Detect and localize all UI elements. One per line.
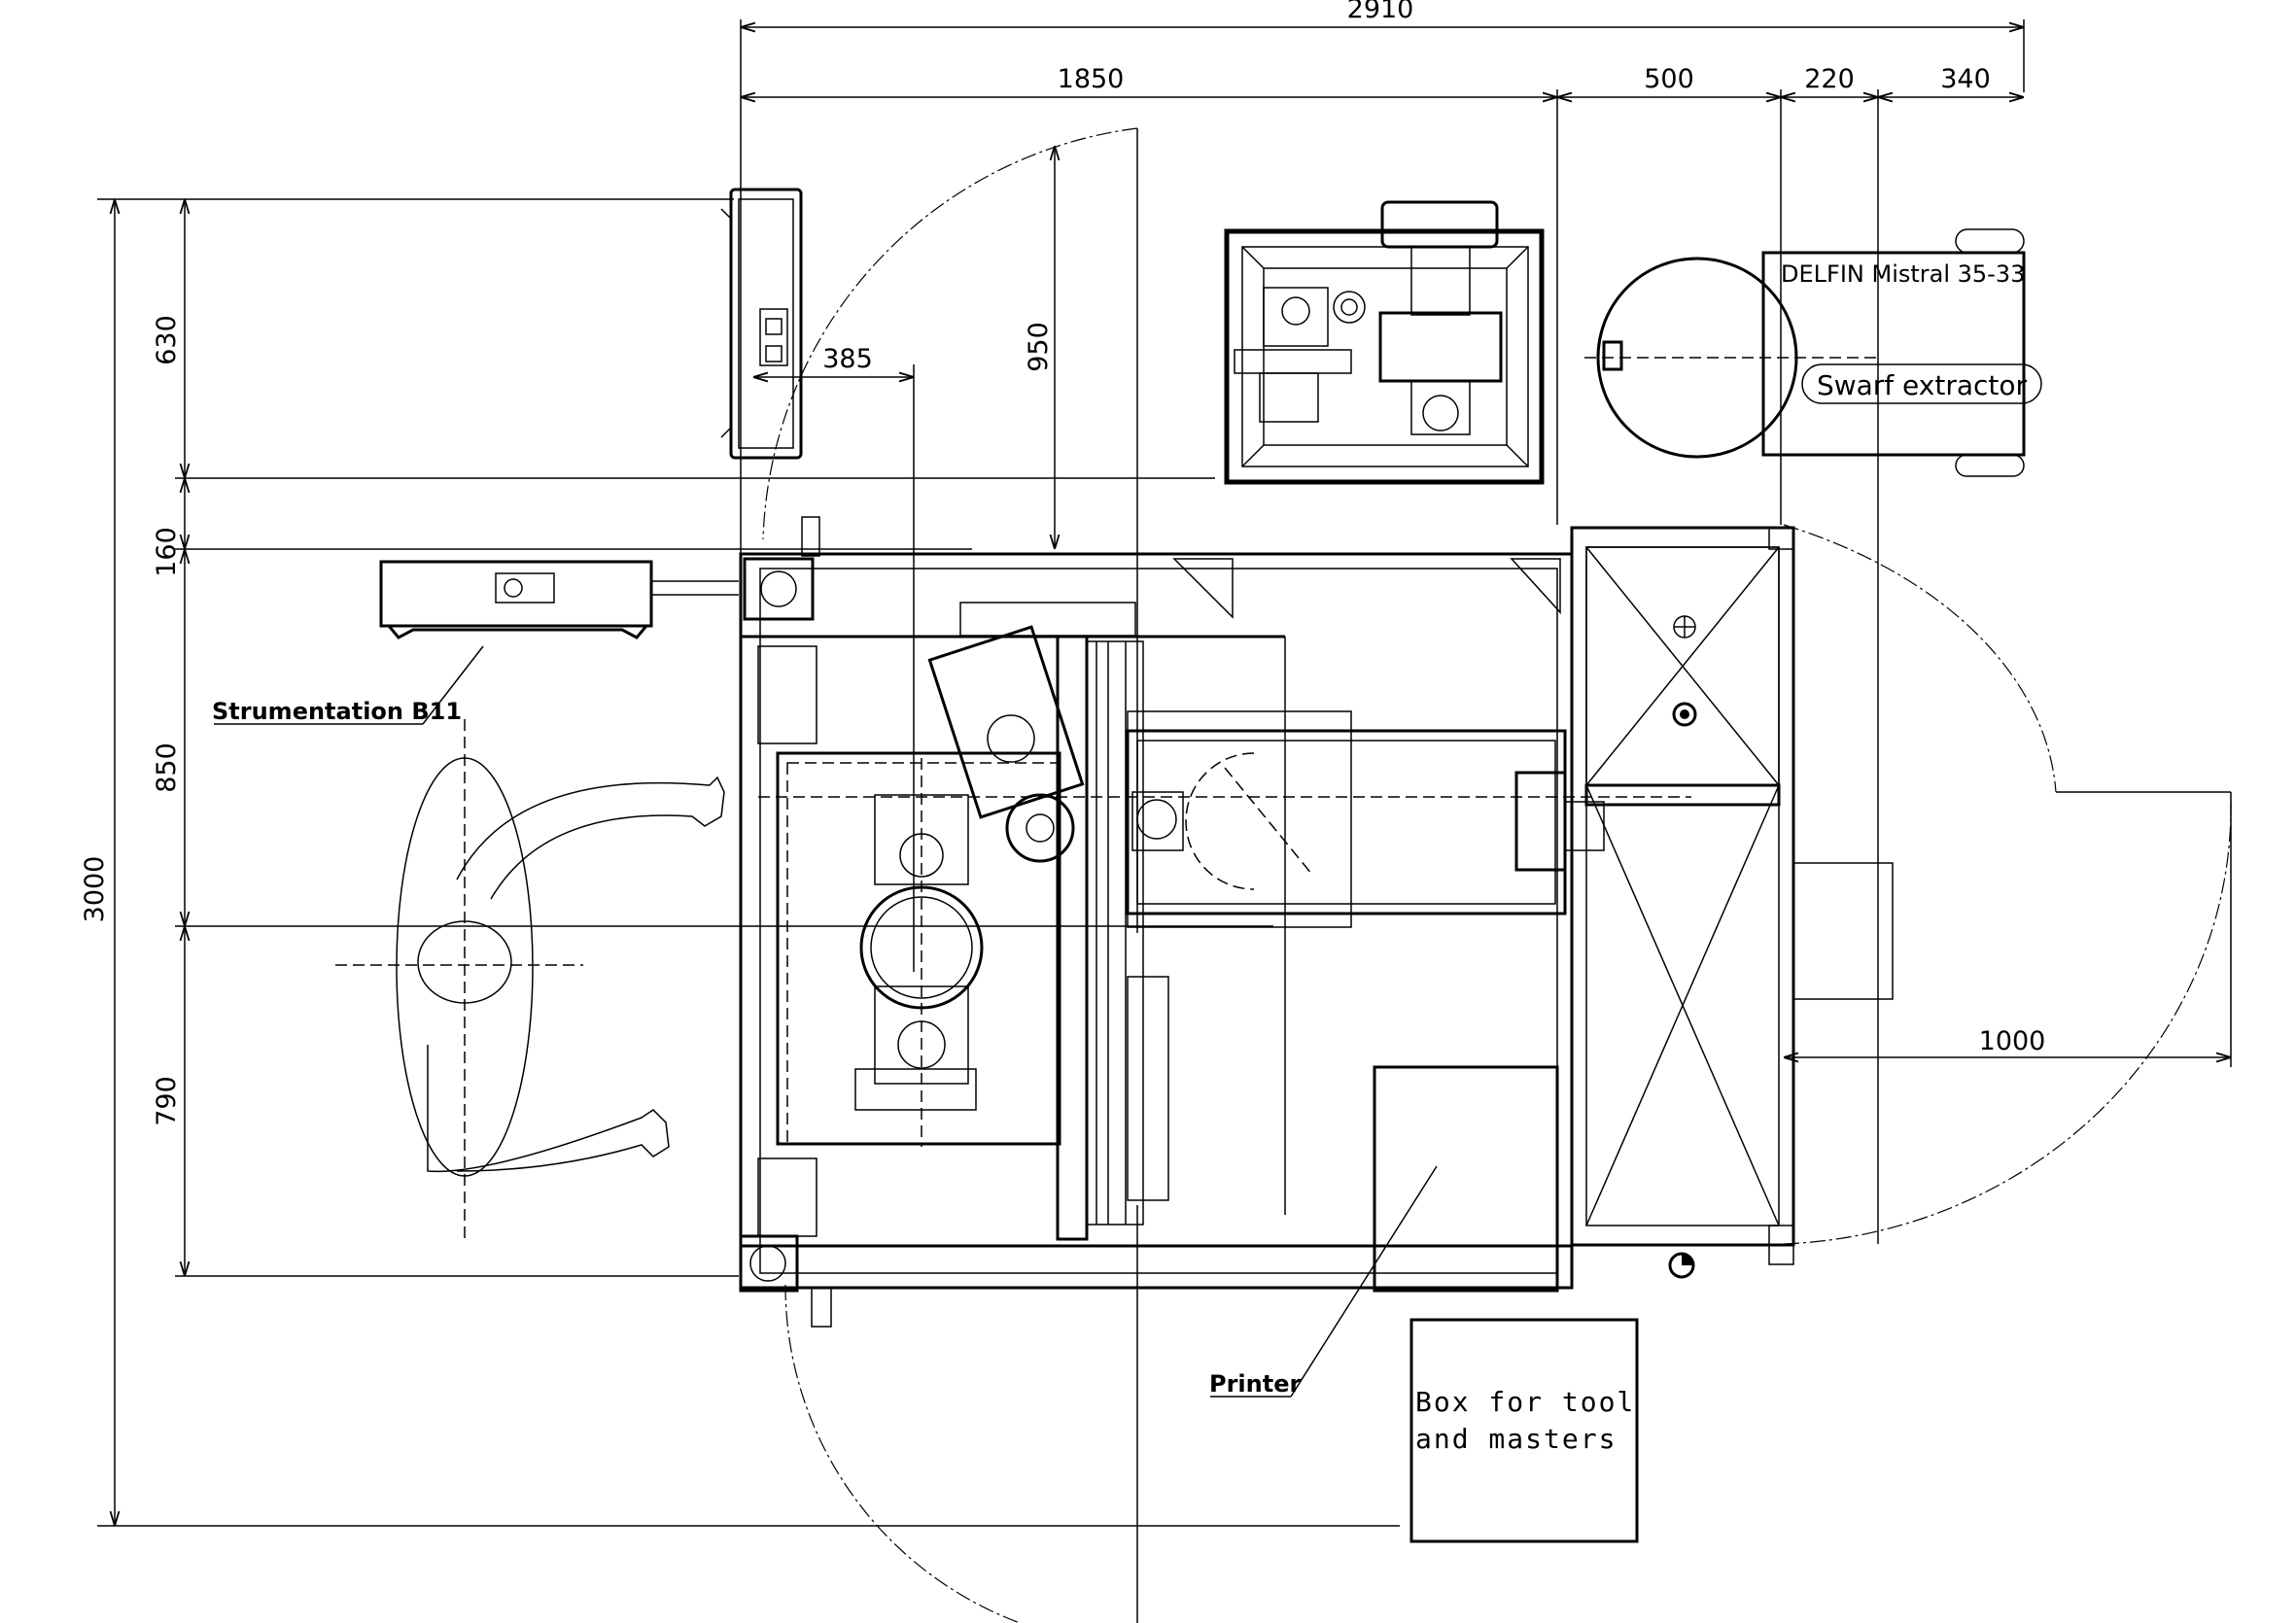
dim-2910: 2910 — [1347, 0, 1414, 24]
side-frame — [1570, 526, 1894, 1279]
dim-1850: 1850 — [1058, 64, 1125, 94]
operator-figure — [335, 719, 725, 1244]
tool-box-label-line2: and masters — [1415, 1423, 1617, 1455]
delfin-label: DELFIN Mistral 35-33 — [1781, 260, 2025, 288]
inner-dimensions — [753, 146, 2231, 1057]
strumentation-label: Strumentation B11 — [212, 698, 462, 725]
dim-1000: 1000 — [1979, 1026, 2046, 1056]
dim-950: 950 — [1024, 322, 1054, 372]
printer-label: Printer — [1209, 1370, 1301, 1398]
machine-frame — [739, 516, 1574, 1328]
dim-160: 160 — [152, 527, 182, 577]
tool-box-label-line1: Box for tool — [1415, 1386, 1635, 1418]
strumentation-unit — [379, 560, 739, 639]
dim-850: 850 — [152, 742, 182, 793]
control-panel — [720, 188, 803, 460]
tool-box — [1409, 1318, 1639, 1543]
dim-385: 385 — [822, 344, 873, 374]
dim-500: 500 — [1644, 64, 1694, 94]
dim-630: 630 — [152, 315, 182, 365]
work-table — [758, 751, 1691, 1147]
dim-790: 790 — [152, 1076, 182, 1126]
strumentation-leader — [422, 645, 484, 725]
swarf-extractor-label: Swarf extractor — [1817, 369, 2028, 401]
dim-340: 340 — [1940, 64, 1991, 94]
printer — [1210, 1065, 1559, 1398]
hydraulic-unit — [1224, 200, 1545, 485]
spindle-slide — [927, 625, 1605, 1241]
left-dimensions — [97, 198, 1400, 1527]
dim-220: 220 — [1804, 64, 1855, 94]
dim-3000: 3000 — [80, 856, 110, 923]
swarf-extractor — [1584, 228, 2042, 477]
